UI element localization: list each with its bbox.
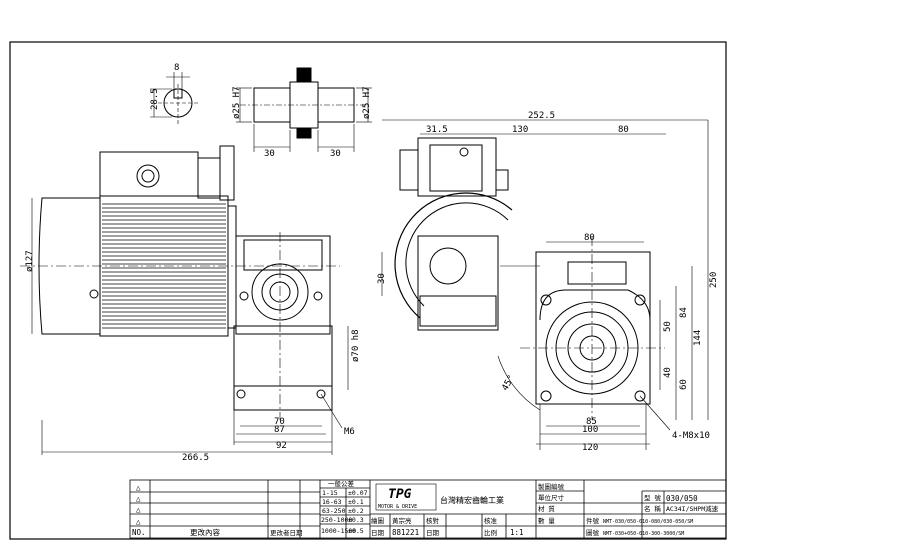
dim-top-31-5: 31.5 xyxy=(426,125,448,135)
dim-coupling-right-dia: ø25 H7 xyxy=(362,86,372,119)
unit-label: 單位尺寸 xyxy=(538,493,565,502)
dim-b-100: 100 xyxy=(582,425,598,435)
dim-top-80: 80 xyxy=(618,125,629,135)
title-block xyxy=(129,479,727,539)
assy-value: NMT-030/050-010-080/030-050/SM xyxy=(603,519,693,525)
tol-range-4: 250-1000 xyxy=(321,516,352,524)
drawing-label: 圖號 xyxy=(586,528,600,537)
dim-key-width: 8 xyxy=(174,63,179,73)
rev-no-label: NO. xyxy=(132,528,146,537)
tol-value-3: ±0.2 xyxy=(348,507,364,515)
tol-range-3: 63-250 xyxy=(322,507,346,515)
rev-mark-3: △ xyxy=(136,505,141,514)
rev-mark-4: △ xyxy=(136,517,141,526)
name-value: AC34I/SHPM減速 xyxy=(666,504,719,513)
date-label: 日期 xyxy=(371,529,385,537)
dim-flange-dia: ø70 h8 xyxy=(351,329,361,362)
model-value: 030/050 xyxy=(666,494,698,503)
dim-key-height: 28.5 xyxy=(150,88,160,110)
dim-base-70: 70 xyxy=(274,417,285,427)
dim-b-85: 85 xyxy=(586,417,597,427)
company-logo: TPG xyxy=(388,487,412,502)
dim-h-50: 50 xyxy=(663,321,673,332)
model-label: 型 號 xyxy=(644,493,661,502)
company-name: 台灣精宏齒輪工業 xyxy=(440,495,504,505)
dim-bolt: M6 xyxy=(344,427,355,437)
dim-angle: 45° xyxy=(500,374,517,393)
dim-h-40: 40 xyxy=(663,367,673,378)
rev-mark-2: △ xyxy=(136,494,141,503)
dim-motor-dia: ø127 xyxy=(25,250,35,272)
gearbox-side-view xyxy=(381,119,709,450)
drawn-name: 黃宗亮 xyxy=(392,516,412,525)
date-value: 881221 xyxy=(392,528,419,537)
dim-side-30: 30 xyxy=(377,273,387,284)
rev-mark-1: △ xyxy=(136,483,141,492)
name-label: 名 稱 xyxy=(644,504,661,513)
scale-label: 比例 xyxy=(484,528,497,537)
motor-front-view xyxy=(20,145,349,455)
qty-label: 數 量 xyxy=(538,516,555,525)
approve-label: 核准 xyxy=(484,516,498,525)
rev-content-label: 更改內容 xyxy=(190,527,220,537)
tol-value-4: ±0.3 xyxy=(348,516,364,524)
coupling-detail xyxy=(236,67,372,152)
dim-h-144: 144 xyxy=(693,330,703,346)
dim-b-120: 120 xyxy=(582,443,598,453)
dim-mid-80: 80 xyxy=(584,233,595,243)
dim-h-84: 84 xyxy=(679,307,689,318)
tolerance-header: 一般公差 xyxy=(328,479,355,488)
dim-coupling-right-len: 30 xyxy=(330,149,341,159)
shaft-key-detail xyxy=(150,72,198,124)
scale-value: 1:1 xyxy=(510,528,524,537)
dim-base-87: 87 xyxy=(274,425,285,435)
rev-date-label: 更改者日期 xyxy=(270,528,303,537)
tol-range-5: 1000-1500 xyxy=(321,527,356,535)
tol-value-5: ±0.5 xyxy=(348,527,364,535)
dim-h-60: 60 xyxy=(679,379,689,390)
tol-value-2: ±0.1 xyxy=(348,498,364,506)
material-label: 材 質 xyxy=(538,504,555,513)
frame-border xyxy=(9,41,727,540)
dim-total-length: 266.5 xyxy=(182,453,209,463)
date-label-2: 日期 xyxy=(426,529,440,537)
tol-value-1: ±0.07 xyxy=(348,489,368,497)
tol-range-2: 16-63 xyxy=(322,498,342,506)
dim-top-130: 130 xyxy=(512,125,528,135)
dim-base-92: 92 xyxy=(276,441,287,451)
dim-top-total: 252.5 xyxy=(528,111,555,121)
fig-no-label: 製圖編號 xyxy=(538,482,565,491)
drawn-label: 繪圖 xyxy=(371,516,384,525)
assy-label: 件號 xyxy=(586,516,600,525)
dim-holes: 4-M8x10 xyxy=(672,431,710,441)
company-logo-sub: MOTOR & DRIVE xyxy=(378,504,417,510)
tol-range-1: 1-15 xyxy=(322,489,338,497)
dim-coupling-left-len: 30 xyxy=(264,149,275,159)
dim-h-250: 250 xyxy=(709,272,719,288)
dim-coupling-left-dia: ø25 H7 xyxy=(232,86,242,119)
drawing-value: NMT-030+050-010-300-3000/SM xyxy=(603,531,684,537)
check-label: 核對 xyxy=(426,516,440,525)
